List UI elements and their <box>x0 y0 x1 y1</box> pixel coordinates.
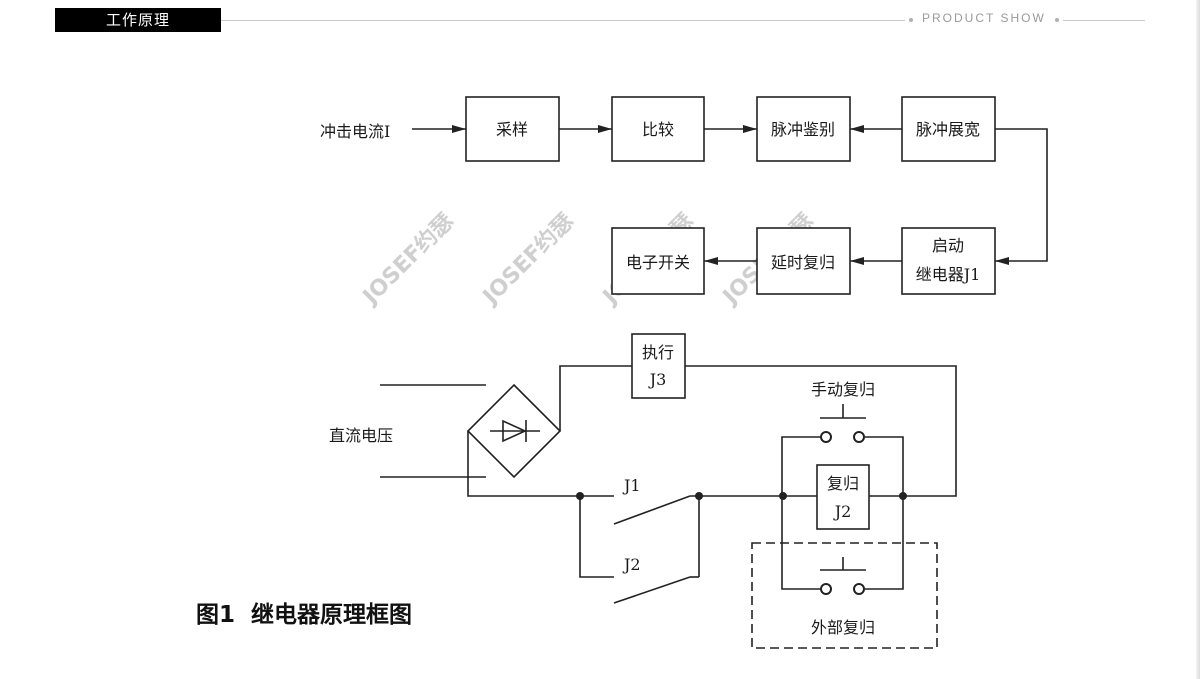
wire-manual-right <box>865 436 904 496</box>
block-sampling <box>465 96 560 162</box>
reset-j2-label-1: 复归 <box>827 474 859 493</box>
block-reset-j2 <box>816 464 870 530</box>
watermark: JOSEF约瑟 <box>356 208 458 310</box>
block-compare <box>611 96 705 162</box>
block-execute-j3 <box>631 333 686 399</box>
input-current-label: 冲击电流I <box>320 122 390 141</box>
header-divider-right <box>1063 20 1145 21</box>
bridge-rectifier <box>466 383 562 479</box>
wire-widen-to-start <box>995 128 1048 262</box>
wire-manual-left <box>781 436 820 496</box>
wire-external-left <box>781 496 820 590</box>
header-divider-left <box>221 20 905 21</box>
section-title-tab: 工作原理 <box>55 8 221 32</box>
contact-j2-switch <box>613 576 691 604</box>
wire-bridge-to-execute <box>559 365 632 431</box>
block-start-relay <box>901 227 996 295</box>
execute-label-1: 执行 <box>642 343 674 362</box>
wire-bridge-to-j1 <box>467 431 614 497</box>
external-reset-label: 外部复归 <box>811 618 875 637</box>
manual-reset-contact <box>820 431 832 443</box>
block-compare-label: 比较 <box>642 120 674 139</box>
contact-j1-switch <box>613 495 691 525</box>
wire-to-j2 <box>579 496 614 578</box>
product-show-label: PRODUCT SHOW <box>922 11 1046 25</box>
block-start-relay-label-1: 启动 <box>932 236 964 255</box>
execute-label-2: J3 <box>648 370 667 389</box>
dc-voltage-label: 直流电压 <box>329 426 393 445</box>
scrollbar-edge <box>1196 0 1200 679</box>
block-pulse-identify-label: 脉冲鉴别 <box>771 120 835 139</box>
block-pulse-widen-label: 脉冲展宽 <box>916 120 980 139</box>
contact-j1-label: J1 <box>622 476 641 495</box>
block-sampling-label: 采样 <box>496 120 528 139</box>
block-start-relay-label-2: 继电器J1 <box>916 265 981 284</box>
block-pulse-widen <box>901 96 996 162</box>
watermark: JOSEF约瑟 <box>476 208 578 310</box>
external-reset-contact <box>853 583 865 595</box>
figure-caption: 图1 继电器原理框图 <box>196 601 412 628</box>
external-reset-contact <box>820 583 832 595</box>
block-delay-reset-label: 延时复归 <box>771 253 835 272</box>
manual-reset-label: 手动复归 <box>811 380 875 399</box>
header-dot-left <box>909 18 913 22</box>
block-pulse-identify <box>756 96 851 162</box>
header-dot-right <box>1055 18 1059 22</box>
contact-j2-label: J2 <box>622 555 641 574</box>
manual-reset-contact <box>853 431 865 443</box>
reset-j2-label-2: J2 <box>833 502 852 521</box>
external-reset-box <box>751 542 938 649</box>
wire-external-right <box>865 496 904 590</box>
wire-execute-to-right <box>685 365 957 497</box>
block-electronic-switch <box>611 227 705 295</box>
diode-icon <box>490 419 540 443</box>
watermark-group: JOSEF约瑟 JOSEF约瑟 JOSEF约瑟 JOSEF约瑟 <box>356 208 818 310</box>
block-electronic-switch-label: 电子开关 <box>626 253 690 272</box>
